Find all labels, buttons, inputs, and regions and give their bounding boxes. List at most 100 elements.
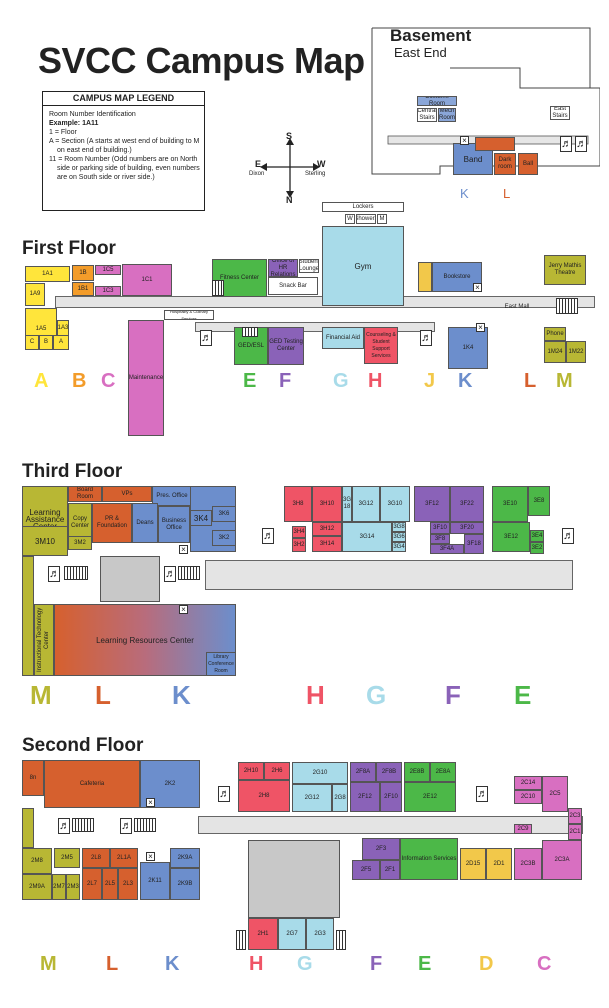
room-3h4: 3H4 (292, 526, 306, 538)
room-2l5: 2L5 (102, 868, 118, 900)
room-cafeteria: Cafeteria (44, 760, 140, 808)
room-1c5: 1C5 (95, 265, 121, 275)
room-2g3: 2G3 (306, 918, 334, 950)
room-2k2: 2K2 (140, 760, 200, 808)
room-1b1: 1B1 (72, 282, 94, 296)
letter-j: J (424, 370, 436, 392)
room-3f4a: 3F4A (430, 544, 464, 554)
room-2c3: 2C3 (568, 808, 582, 824)
room-2m3: 2M3 (66, 874, 80, 900)
room-2m7: 2M7 (52, 874, 66, 900)
letter-c: C (537, 953, 552, 975)
stairs-icon (178, 566, 200, 580)
room-1a9: 1A9 (25, 283, 45, 306)
room-2h10: 2H10 (238, 762, 264, 780)
restroom-icon: ♬ (262, 528, 274, 544)
letter-b: B (72, 370, 87, 392)
room-lockers: Lockers (322, 202, 404, 212)
letter-h: H (306, 680, 325, 710)
letter-m: M (30, 680, 52, 710)
room-1m24: 1M24 (544, 341, 566, 363)
room-3g6: 3G6 (392, 532, 406, 542)
room-2c3b: 2C3B (514, 848, 542, 880)
room-east-mall: East Mall (504, 303, 530, 310)
restroom-icon: ♬ (218, 786, 230, 802)
room-1j (418, 262, 432, 292)
letter-l: L (524, 370, 537, 392)
restroom-icon: ♬ (200, 330, 212, 346)
restroom-icon: ♬ (420, 330, 432, 346)
letter-c: C (101, 370, 116, 392)
letter-k: K (458, 370, 473, 392)
compass-n: N (286, 195, 293, 205)
compass-dixon: Dixon (249, 171, 265, 177)
room-2c1: 2C1 (568, 824, 582, 840)
compass-arrows-icon (260, 138, 320, 198)
stairs-icon (236, 930, 246, 950)
basement-title: Basement (390, 26, 472, 45)
room-2k9a: 2K9A (170, 848, 200, 868)
elevator-icon: × (179, 545, 188, 554)
hallway (195, 322, 435, 332)
room-showers: Showers (356, 214, 376, 224)
room-board: Board Room (68, 486, 102, 502)
room-2f5: 2F5 (352, 860, 380, 880)
room-a-c: C (25, 335, 39, 350)
room-3e4: 3E4 (530, 530, 544, 542)
letter-f: F (445, 680, 461, 710)
legend-line: Room Number Identification (49, 111, 136, 118)
room-2f8a: 2F8A (350, 762, 376, 782)
stairs-icon (134, 818, 156, 832)
room-3f22: 3F22 (450, 486, 484, 522)
room-2f12: 2F12 (350, 782, 380, 812)
compass-s: S (286, 131, 293, 141)
room-3g4: 3G4 (392, 542, 406, 552)
room-band-upper (475, 137, 515, 151)
room-2f3: 2F3 (362, 838, 400, 860)
letter-h: H (368, 370, 383, 392)
second-floor-title: Second Floor (22, 735, 144, 756)
compass-sterling: Sterling (305, 171, 326, 177)
room-lrc: Learning Resources Center (54, 604, 236, 676)
legend-line: A = Section (A starts at west end of bui… (49, 138, 200, 145)
room-mech: Mech Room (438, 108, 456, 122)
room-2l7: 2L7 (82, 868, 102, 900)
room-lounge: Student Lounge (299, 259, 319, 273)
room-hospitality: Hospitality & Culinary Services (164, 310, 214, 320)
basement-letter-l: L (503, 186, 511, 201)
room-a-b: B (39, 335, 53, 350)
room-central-stairs: Central Stairs (417, 108, 437, 122)
legend-line: side or parking side of building, even n… (57, 165, 200, 172)
room-3g8: 3G8 (392, 522, 406, 532)
room-snack: Snack Bar (268, 277, 318, 295)
stairs-icon (212, 280, 224, 296)
map-legend: CAMPUS MAP LEGEND Room Number Identifica… (42, 91, 205, 211)
room-counseling: Counseling & Student Support Services (364, 327, 398, 364)
letter-l: L (95, 680, 111, 710)
compass-w: W (317, 159, 326, 169)
room-2f8b: 2F8B (376, 762, 402, 782)
basement-map: Basement East End Costume Room Central S… (360, 26, 600, 201)
room-2m-strip (22, 808, 34, 848)
room-financial: Financial Aid (322, 327, 364, 349)
room-3h12: 3H12 (312, 522, 342, 536)
elevator-icon: × (460, 136, 469, 145)
open-area (100, 556, 160, 602)
room-east-stairs: East Stairs (550, 106, 570, 120)
room-2l1a: 2L1A (110, 848, 138, 868)
room-dark: Dark room (494, 153, 516, 175)
restroom-icon: ♬ (562, 528, 574, 544)
room-2l8: 2L8 (82, 848, 110, 868)
room-3f18: 3F18 (464, 534, 484, 554)
room-2c9: 2C9 (514, 824, 532, 834)
room-costume: Costume Room (417, 96, 457, 106)
letter-g: G (333, 370, 349, 392)
letter-e: E (243, 370, 257, 392)
room-2c14: 2C14 (514, 776, 542, 790)
room-vps: VPs (102, 486, 152, 502)
room-ball: Ball (518, 153, 538, 175)
room-3k4: 3K4 (190, 510, 212, 526)
elevator-icon: × (476, 323, 485, 332)
room-info: Information Services (400, 838, 458, 880)
room-2k11: 2K11 (140, 862, 170, 900)
